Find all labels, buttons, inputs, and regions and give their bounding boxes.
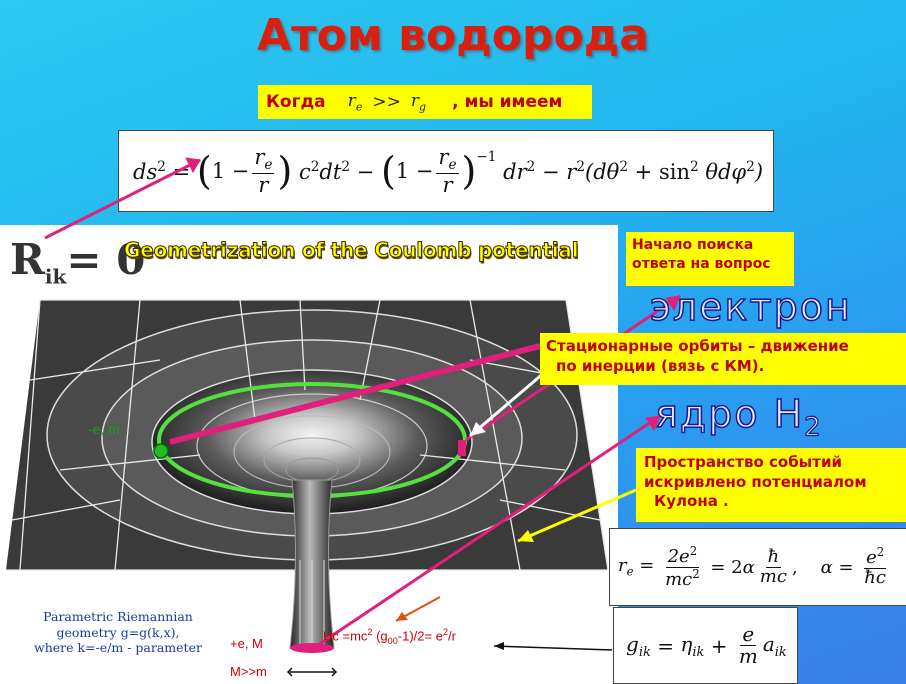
orbits-note: Стационарные орбиты – движение по инерци…	[540, 333, 906, 385]
spacetime-note: Пространство событий искривлено потенциа…	[636, 448, 906, 522]
condition-suffix: , мы имеем	[452, 92, 563, 112]
electron-charge-label: -e, m	[88, 421, 120, 437]
mass-ratio-label: M>>m	[230, 664, 267, 679]
condition-note: Когда re >> rg , мы имеем	[258, 85, 592, 119]
condition-prefix: Когда	[266, 92, 326, 112]
nucleus-charge-label: +e, M	[230, 636, 263, 651]
condition-operator: >>	[372, 92, 401, 112]
electron-word: электрон	[649, 284, 852, 330]
nucleus-marker	[290, 643, 334, 653]
slide-title: Атом водорода	[257, 10, 649, 61]
riemann-note: Parametric Riemannian geometry g=g(k,x),…	[34, 609, 202, 656]
geometrization-title: Geometrization of the Coulomb potential	[123, 238, 579, 263]
nucleus-word: ядро H2	[654, 391, 823, 443]
condition-lhs: re	[347, 90, 363, 114]
condition-rhs: rg	[410, 90, 427, 114]
electron-dot	[153, 443, 169, 459]
ricci-zero-label: Rik= 0	[10, 235, 146, 289]
search-note: Начало поиска ответа на вопрос	[626, 232, 794, 286]
coulomb-energy-label: Uc =mc2 (g00-1)/2= e2/r	[323, 627, 456, 646]
